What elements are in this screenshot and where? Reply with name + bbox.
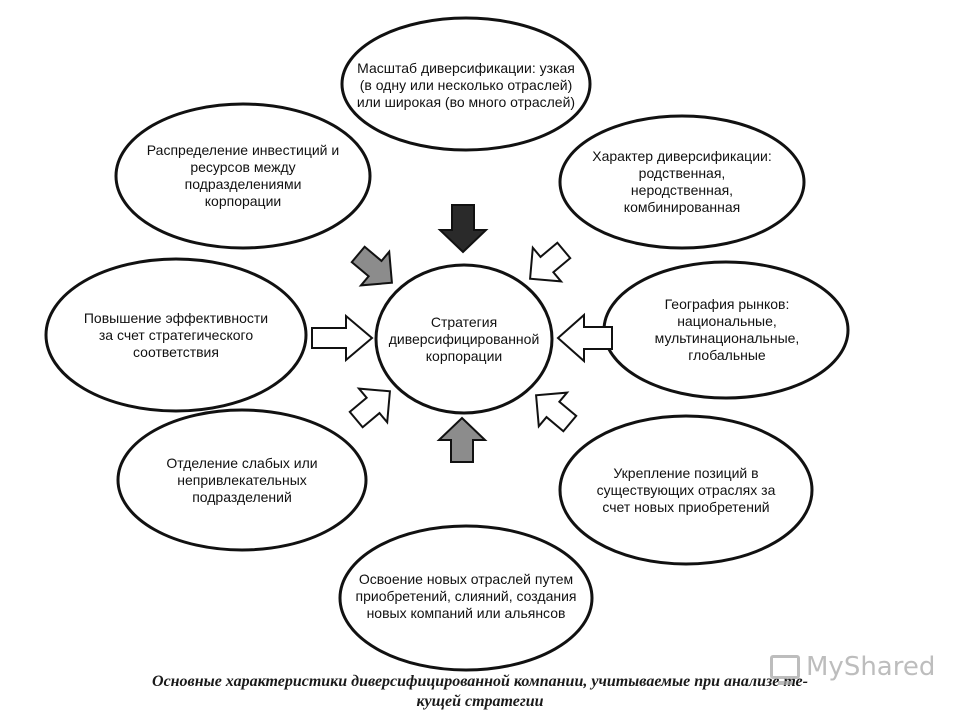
node-label-bottom-left: Отделение слабых или непривлекательных п… xyxy=(166,454,318,505)
node-label-bottom: Освоение новых отраслей путем приобретен… xyxy=(355,570,577,621)
arrow-top-left xyxy=(350,245,394,287)
node-label-top: Масштаб диверсификации: узкая (в одну ил… xyxy=(356,59,576,110)
watermark-text: MyShared xyxy=(806,652,936,682)
ellipse-bottom-left xyxy=(116,408,368,552)
node-label-top-left: Распределение инвестиций и ресурсов межд… xyxy=(146,142,340,209)
arrow-bottom-right xyxy=(534,391,578,433)
arrow-top-right xyxy=(528,241,572,283)
figure-caption-line2: кущей стратегии xyxy=(416,693,544,710)
figure-caption-line1: Основные характеристики диверсифицирован… xyxy=(152,673,808,690)
arrow-left xyxy=(311,313,374,363)
ellipse-top xyxy=(340,16,592,152)
arrow-bottom-left xyxy=(348,387,392,429)
ellipse-bottom-right xyxy=(558,414,814,566)
node-label-center: Стратегия диверсифицированной корпорации xyxy=(388,313,540,364)
ellipse-top-right xyxy=(558,114,806,250)
monitor-icon xyxy=(770,655,800,685)
ellipse-left xyxy=(44,257,308,413)
ellipse-top-left xyxy=(114,102,372,250)
node-label-bottom-right: Укрепление позиций в существующих отрасл… xyxy=(596,464,776,515)
watermark: MyShared xyxy=(770,652,936,685)
arrow-right xyxy=(556,312,613,364)
ellipse-bottom xyxy=(338,524,594,672)
node-label-right: География рынков: национальные, мультина… xyxy=(654,296,800,363)
arrow-bottom xyxy=(436,416,488,463)
node-label-left: Повышение эффективности за счет стратеги… xyxy=(83,309,269,360)
ellipse-center xyxy=(374,263,554,415)
arrow-top xyxy=(437,204,489,254)
node-label-top-right: Характер диверсификации: родственная, не… xyxy=(592,148,772,215)
